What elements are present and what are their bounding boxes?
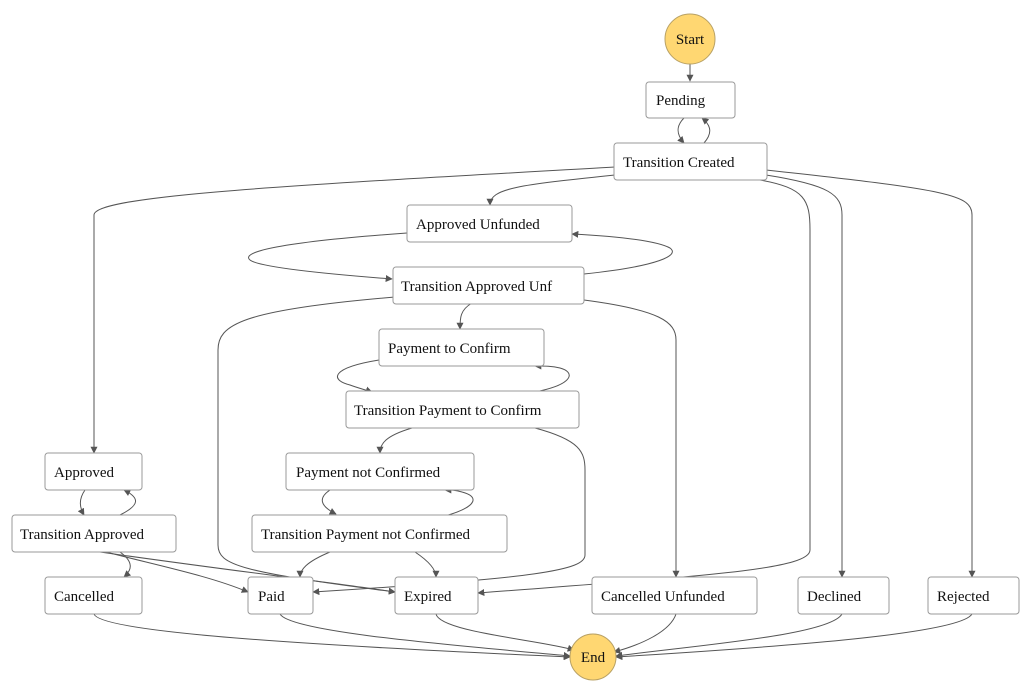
edge-transition-approved-unf-payment-to-confirm bbox=[456, 302, 473, 330]
state-transition-payment-not-confirmed[interactable]: Transition Payment not Confirmed bbox=[251, 514, 508, 553]
edge-transition-payment-to-confirm-payment-to-confirm bbox=[534, 362, 570, 393]
edge-transition-payment-not-confirmed-expired bbox=[414, 551, 440, 578]
edge-payment-to-confirm-transition-payment-to-confirm bbox=[336, 359, 380, 394]
state-payment-to-confirm[interactable]: Payment to Confirm bbox=[378, 328, 545, 367]
edge-declined-end bbox=[615, 613, 843, 659]
edge-transition-approved-paid bbox=[105, 551, 249, 593]
state-label: Transition Created bbox=[623, 155, 735, 171]
edge-cancelled-end bbox=[93, 613, 571, 661]
edge-approved-transition-approved bbox=[77, 489, 86, 516]
state-label: Approved bbox=[54, 465, 114, 481]
edges bbox=[77, 64, 976, 661]
state-approved[interactable]: Approved bbox=[44, 452, 143, 491]
start-label: Start bbox=[676, 32, 705, 48]
edge-transition-approved-approved bbox=[119, 489, 136, 516]
state-expired[interactable]: Expired bbox=[394, 576, 479, 615]
edge-transition-payment-to-confirm-payment-not-confirmed bbox=[376, 427, 413, 454]
end-circle bbox=[569, 633, 617, 681]
state-transition-payment-to-confirm[interactable]: Transition Payment to Confirm bbox=[345, 390, 580, 429]
nodes: Start Pending Transition Created Approve… bbox=[11, 13, 1020, 681]
state-label: Expired bbox=[404, 589, 452, 605]
edge-cancelled-unfunded-end bbox=[613, 613, 677, 654]
state-label: Transition Approved Unf bbox=[401, 279, 552, 295]
state-label: Cancelled bbox=[54, 589, 114, 605]
edge-transition-created-approved-unfunded bbox=[486, 174, 616, 206]
edge-transition-approved-unf-approved-unfunded bbox=[571, 230, 673, 275]
state-rejected[interactable]: Rejected bbox=[927, 576, 1020, 615]
state-cancelled-unfunded[interactable]: Cancelled Unfunded bbox=[591, 576, 758, 615]
end-label: End bbox=[581, 650, 606, 666]
state-transition-approved-unf[interactable]: Transition Approved Unf bbox=[392, 266, 585, 305]
edge-transition-approved-unf-cancelled-unfunded bbox=[583, 299, 680, 578]
state-label: Paid bbox=[258, 589, 285, 605]
edge-transition-approved-unf-expired bbox=[217, 296, 396, 595]
state-label: Payment to Confirm bbox=[388, 341, 511, 357]
state-label: Transition Payment not Confirmed bbox=[261, 527, 471, 543]
edge-transition-created-rejected bbox=[765, 169, 976, 578]
edge-expired-end bbox=[435, 613, 575, 652]
state-transition-created[interactable]: Transition Created bbox=[613, 142, 768, 181]
state-pending[interactable]: Pending bbox=[645, 81, 736, 119]
edge-pending-transition-created bbox=[677, 117, 685, 144]
edge-transition-created-approved bbox=[90, 166, 616, 454]
start-node[interactable]: Start bbox=[664, 13, 716, 65]
start-circle bbox=[664, 13, 716, 65]
state-label: Pending bbox=[656, 93, 706, 109]
end-node[interactable]: End bbox=[569, 633, 617, 681]
state-label: Rejected bbox=[937, 589, 990, 605]
state-declined[interactable]: Declined bbox=[797, 576, 890, 615]
edge-rejected-end bbox=[615, 613, 973, 661]
state-label: Cancelled Unfunded bbox=[601, 589, 725, 605]
state-payment-not-confirmed[interactable]: Payment not Confirmed bbox=[285, 452, 475, 491]
edge-transition-created-declined bbox=[765, 174, 846, 578]
state-label: Transition Payment to Confirm bbox=[354, 403, 542, 419]
edge-transition-approved-cancelled bbox=[119, 551, 132, 578]
state-cancelled[interactable]: Cancelled bbox=[44, 576, 143, 615]
state-label: Approved Unfunded bbox=[416, 217, 540, 233]
edge-transition-payment-not-confirmed-payment-not-confirmed bbox=[444, 486, 474, 517]
state-label: Transition Approved bbox=[20, 527, 145, 543]
state-label: Declined bbox=[807, 589, 862, 605]
edge-payment-not-confirmed-transition-payment-not-confirmed bbox=[321, 489, 337, 515]
edge-approved-unfunded-transition-approved-unf bbox=[248, 232, 408, 283]
state-label: Payment not Confirmed bbox=[296, 465, 441, 481]
edge-transition-created-pending bbox=[701, 117, 711, 144]
state-transition-approved[interactable]: Transition Approved bbox=[11, 514, 177, 553]
edge-transition-approved-expired bbox=[99, 551, 396, 595]
state-paid[interactable]: Paid bbox=[247, 576, 314, 615]
edge-transition-payment-not-confirmed-paid bbox=[296, 551, 331, 578]
edge-paid-end bbox=[279, 613, 571, 659]
state-approved-unfunded[interactable]: Approved Unfunded bbox=[406, 204, 573, 243]
